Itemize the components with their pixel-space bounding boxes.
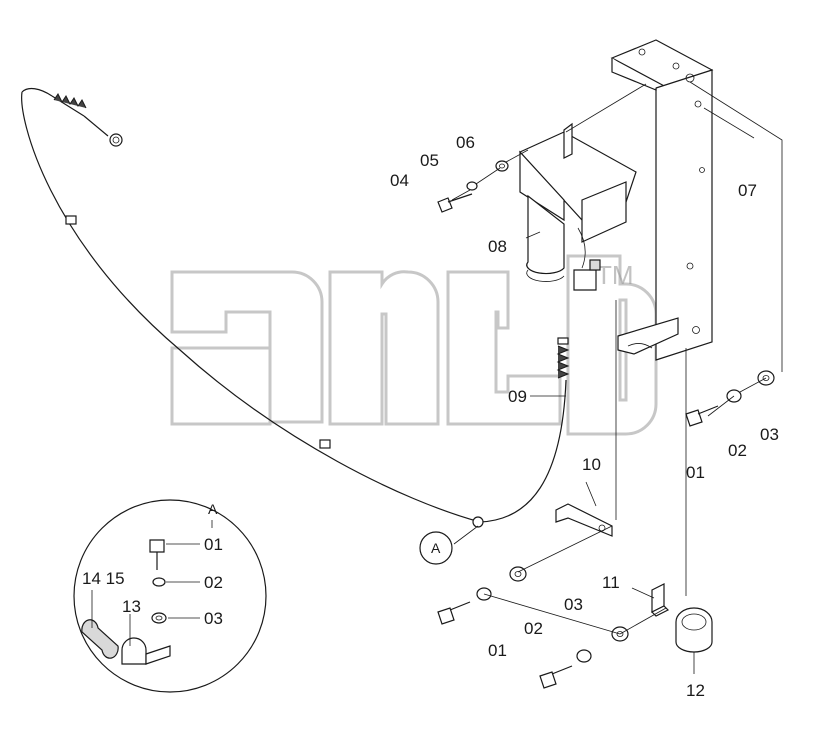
- detail-reference-a: A: [419, 531, 453, 565]
- label-08: 08: [488, 237, 507, 256]
- label-07: 07: [738, 181, 757, 200]
- hardware-top: [437, 160, 509, 213]
- label-04: 04: [390, 171, 409, 190]
- label-10: 10: [582, 455, 601, 474]
- label-11: 11: [602, 573, 620, 592]
- label-03-bottom: 03: [564, 595, 583, 614]
- label-01-bottom: 01: [488, 641, 507, 660]
- watermark-trademark: TM: [596, 260, 634, 290]
- bracket-07: [610, 39, 714, 361]
- watermark-logo: TM: [170, 254, 658, 436]
- label-09: 09: [508, 387, 527, 406]
- label-02-right: 02: [728, 441, 747, 460]
- label-02-bottom: 02: [524, 619, 543, 638]
- label-03-right: 03: [760, 425, 779, 444]
- label-05: 05: [420, 151, 439, 170]
- detail-label-13: 13: [122, 597, 141, 616]
- detail-label-03: 03: [204, 609, 223, 628]
- label-01-right: 01: [686, 463, 705, 482]
- detail-view-a: A 01 02 03 13 14 15: [73, 499, 267, 693]
- detail-title: A: [208, 501, 218, 517]
- label-06: 06: [456, 133, 475, 152]
- detail-reference-letter: A: [431, 540, 441, 556]
- cable-assembly: [21, 87, 570, 528]
- hardware-right: [685, 370, 775, 427]
- detail-label-14-15: 14 15: [82, 569, 125, 588]
- actuator-08: [519, 122, 637, 291]
- leader-lines: [451, 81, 783, 674]
- detail-label-02: 02: [204, 573, 223, 592]
- callout-labels: 06 05 04 07 08 09 10 01 02 03 11 03 02 0…: [390, 133, 779, 700]
- label-12: 12: [686, 681, 705, 700]
- detail-label-01: 01: [204, 535, 223, 554]
